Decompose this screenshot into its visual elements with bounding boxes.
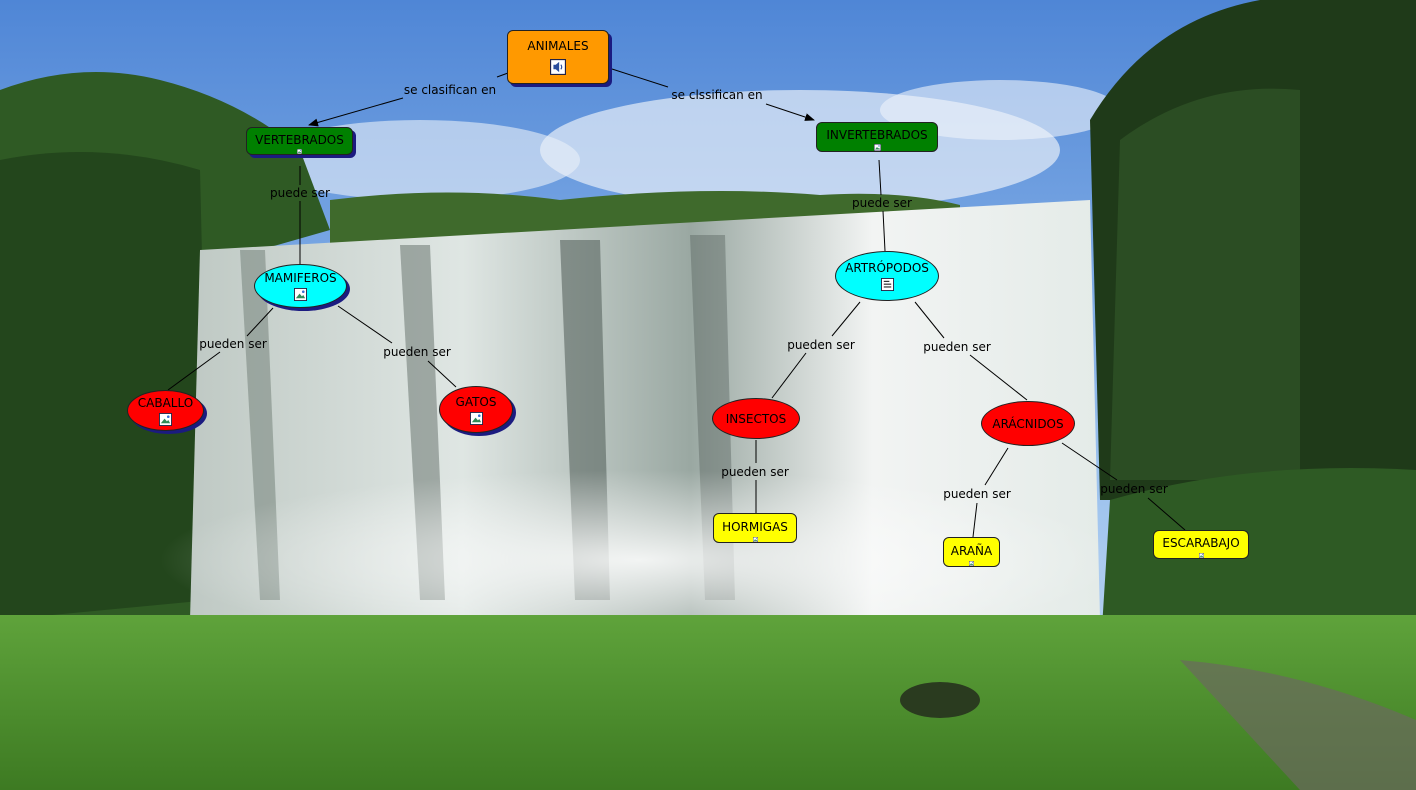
link-line xyxy=(882,210,886,252)
link-line xyxy=(969,354,1028,401)
image-icon[interactable] xyxy=(294,288,307,301)
link-line xyxy=(611,68,669,88)
concept-artropodos[interactable]: ARTRÓPODOS xyxy=(835,251,939,301)
concept-invertebrados[interactable]: INVERTEBRADOS xyxy=(816,122,938,152)
link-line xyxy=(337,305,393,344)
concept-hormigas[interactable]: HORMIGAS xyxy=(713,513,797,543)
link-label-invertebrados-artropodos[interactable]: puede ser xyxy=(852,196,912,210)
sound-icon[interactable] xyxy=(550,59,566,75)
link-label-artropodos-insectos[interactable]: pueden ser xyxy=(787,338,855,352)
link-label-aracnidos-escarabajo[interactable]: pueden ser xyxy=(1100,482,1168,496)
concept-label: CABALLO xyxy=(137,395,194,410)
link-line xyxy=(496,72,509,78)
link-label-artropodos-aracnidos[interactable]: pueden ser xyxy=(923,340,991,354)
link-line xyxy=(308,97,404,127)
link-line xyxy=(1147,497,1186,531)
image-icon[interactable] xyxy=(965,561,978,566)
image-icon[interactable] xyxy=(159,412,172,426)
image-icon[interactable] xyxy=(293,149,306,154)
concept-vertebrados[interactable]: VERTEBRADOS xyxy=(246,127,353,155)
link-line xyxy=(427,360,457,388)
concept-label: ARÁCNIDOS xyxy=(992,416,1064,431)
link-line xyxy=(984,447,1009,486)
concept-label: GATOS xyxy=(455,394,497,409)
concept-insectos[interactable]: INSECTOS xyxy=(712,398,800,439)
concept-label: INVERTEBRADOS xyxy=(826,128,928,142)
link-line xyxy=(167,351,221,391)
image-icon[interactable] xyxy=(749,537,762,542)
concept-label: ESCARABAJO xyxy=(1162,536,1240,550)
image-icon[interactable] xyxy=(469,411,483,425)
link-line xyxy=(878,159,882,196)
link-line xyxy=(765,103,815,121)
link-line xyxy=(914,301,945,339)
concept-label: ANIMALES xyxy=(527,39,589,53)
concept-label: VERTEBRADOS xyxy=(255,133,344,147)
link-line xyxy=(1061,442,1118,481)
concept-gatos[interactable]: GATOS xyxy=(439,386,513,433)
link-line xyxy=(831,301,861,337)
link-label-mamiferos-gatos[interactable]: pueden ser xyxy=(383,345,451,359)
image-icon[interactable] xyxy=(871,144,884,151)
concept-label: INSECTOS xyxy=(725,411,787,426)
document-icon[interactable] xyxy=(880,278,894,291)
link-label-aracnidos-arana[interactable]: pueden ser xyxy=(943,487,1011,501)
concept-label: MAMIFEROS xyxy=(264,271,337,285)
concept-label: HORMIGAS xyxy=(722,520,788,534)
link-label-mamiferos-caballo[interactable]: pueden ser xyxy=(199,337,267,351)
link-line xyxy=(771,352,807,399)
link-label-animales-invertebrados[interactable]: se clssifican en xyxy=(671,88,763,102)
concept-mamiferos[interactable]: MAMIFEROS xyxy=(254,264,347,308)
concept-label: ARTRÓPODOS xyxy=(845,261,929,275)
image-icon[interactable] xyxy=(1195,553,1208,558)
link-label-vertebrados-mamiferos[interactable]: puede ser xyxy=(270,186,330,200)
concept-arana[interactable]: ARAÑA xyxy=(943,537,1000,567)
link-label-animales-vertebrados[interactable]: se clasifican en xyxy=(403,83,497,97)
concept-escarabajo[interactable]: ESCARABAJO xyxy=(1153,530,1249,559)
concept-aracnidos[interactable]: ARÁCNIDOS xyxy=(981,401,1075,446)
link-label-insectos-hormigas[interactable]: pueden ser xyxy=(721,465,789,479)
concept-caballo[interactable]: CABALLO xyxy=(127,390,204,431)
link-line xyxy=(246,307,274,337)
link-line xyxy=(972,502,978,538)
concept-label: ARAÑA xyxy=(950,544,993,558)
concept-animales[interactable]: ANIMALES xyxy=(507,30,609,84)
